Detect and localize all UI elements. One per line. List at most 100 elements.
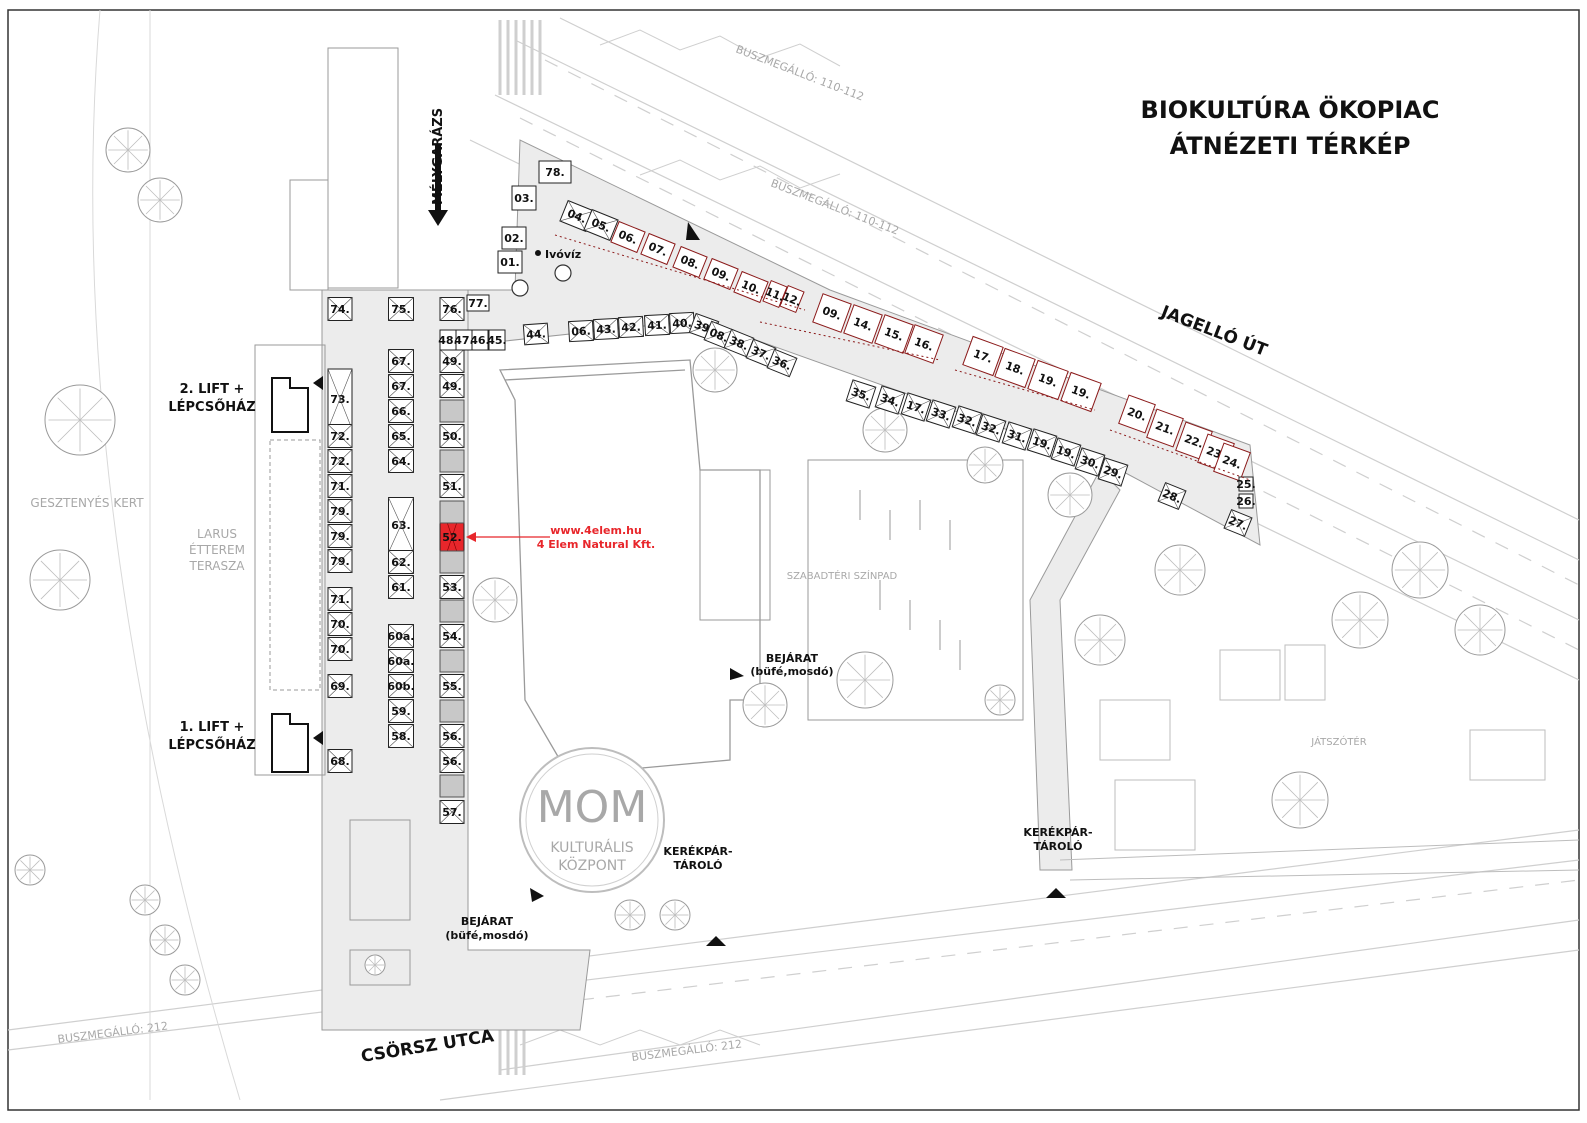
stall[interactable]: 06. bbox=[610, 220, 646, 254]
stall[interactable]: 19. bbox=[1050, 437, 1082, 467]
stall[interactable]: 34. bbox=[874, 385, 906, 415]
stall-box bbox=[538, 160, 572, 184]
stall[interactable]: 71. bbox=[327, 587, 353, 611]
stall[interactable]: 26. bbox=[1236, 493, 1256, 509]
stall[interactable]: 15. bbox=[874, 314, 914, 354]
stall[interactable]: 17. bbox=[962, 335, 1004, 377]
stall-number: 59. bbox=[391, 705, 411, 718]
stall[interactable]: 73. bbox=[327, 368, 353, 430]
stall[interactable]: 64. bbox=[388, 449, 414, 473]
stall[interactable]: 59. bbox=[388, 699, 414, 723]
tree-branch bbox=[700, 369, 716, 385]
stall[interactable]: 66. bbox=[388, 399, 414, 423]
stall[interactable]: 40. bbox=[668, 311, 696, 335]
stall-cross bbox=[388, 649, 414, 673]
tree-branch bbox=[164, 930, 175, 941]
stall[interactable]: 44. bbox=[522, 322, 550, 346]
stall[interactable]: 19. bbox=[1060, 371, 1102, 413]
stall[interactable]: 60b. bbox=[387, 674, 415, 698]
stall[interactable]: 75. bbox=[388, 297, 414, 321]
stall[interactable]: 05. bbox=[583, 208, 619, 242]
stall[interactable]: 28. bbox=[1157, 481, 1187, 511]
stall[interactable]: 49. bbox=[439, 349, 465, 373]
stall[interactable]: 63. bbox=[388, 497, 414, 553]
stall[interactable]: 56. bbox=[439, 749, 465, 773]
stall[interactable]: 72. bbox=[327, 449, 353, 473]
stall[interactable]: 09. bbox=[812, 293, 852, 333]
stall-cross bbox=[746, 339, 776, 367]
stall[interactable]: 56. bbox=[439, 724, 465, 748]
stall[interactable]: 45. bbox=[487, 329, 507, 351]
stall[interactable]: 58. bbox=[388, 724, 414, 748]
stall-cross bbox=[724, 329, 754, 357]
stall[interactable]: 09. bbox=[703, 257, 739, 291]
stall[interactable]: 32. bbox=[951, 405, 983, 435]
stall[interactable]: 42. bbox=[617, 315, 645, 339]
stall[interactable]: 48. bbox=[438, 329, 458, 351]
stall[interactable]: 67. bbox=[388, 374, 414, 398]
stall[interactable]: 79. bbox=[327, 499, 353, 523]
stall[interactable]: 60a. bbox=[388, 649, 415, 673]
stall[interactable]: 17. bbox=[900, 392, 932, 422]
stall[interactable]: 51. bbox=[439, 474, 465, 498]
stall[interactable]: 01. bbox=[497, 250, 523, 274]
stall[interactable]: 06. bbox=[567, 319, 595, 343]
stall[interactable]: 36. bbox=[766, 348, 798, 378]
stall[interactable]: 07. bbox=[640, 232, 676, 266]
stall[interactable]: 14. bbox=[843, 304, 883, 344]
stall[interactable]: 02. bbox=[501, 226, 527, 250]
stall[interactable]: 71. bbox=[327, 474, 353, 498]
stall[interactable]: 67. bbox=[388, 349, 414, 373]
stall[interactable]: 03. bbox=[511, 185, 537, 211]
stall[interactable]: 79. bbox=[327, 524, 353, 548]
stall[interactable]: 47. bbox=[454, 329, 474, 351]
stall[interactable]: 16. bbox=[904, 324, 944, 364]
stall[interactable]: 04. bbox=[559, 199, 595, 233]
stall[interactable]: 69. bbox=[327, 674, 353, 698]
stall[interactable]: 76. bbox=[439, 297, 465, 321]
stall[interactable]: 68. bbox=[327, 749, 353, 773]
stall[interactable]: 77. bbox=[466, 294, 490, 312]
tree-branch bbox=[184, 979, 195, 990]
stall[interactable]: 41. bbox=[643, 313, 671, 337]
stall[interactable]: 43. bbox=[592, 317, 620, 341]
stall[interactable]: 53. bbox=[439, 575, 465, 599]
stall[interactable]: 19. bbox=[1027, 359, 1069, 401]
stall[interactable]: 18. bbox=[994, 347, 1036, 389]
stall[interactable]: 37. bbox=[745, 338, 777, 368]
stall[interactable]: 79. bbox=[327, 549, 353, 573]
stall[interactable]: 21. bbox=[1146, 408, 1184, 448]
stall[interactable]: 32. bbox=[975, 413, 1007, 443]
stall[interactable]: 54. bbox=[439, 624, 465, 648]
stall[interactable]: 78. bbox=[538, 160, 572, 184]
stall[interactable]: 72. bbox=[327, 424, 353, 448]
stall[interactable]: 46. bbox=[470, 329, 490, 351]
stall[interactable]: 25. bbox=[1236, 476, 1256, 492]
stall[interactable]: 19. bbox=[1026, 428, 1058, 458]
stall[interactable]: 11. bbox=[762, 279, 788, 309]
stall[interactable]: 35. bbox=[845, 379, 877, 409]
stall[interactable]: 24. bbox=[1213, 442, 1251, 482]
stall[interactable]: 30. bbox=[1074, 447, 1106, 477]
stall[interactable]: 55. bbox=[439, 674, 465, 698]
stall[interactable]: 10. bbox=[733, 270, 769, 304]
stall-number: 67. bbox=[391, 355, 411, 368]
stall[interactable]: 33. bbox=[925, 399, 957, 429]
stall[interactable]: 60a. bbox=[388, 624, 415, 648]
stall[interactable]: 50. bbox=[439, 424, 465, 448]
stall[interactable]: 65. bbox=[388, 424, 414, 448]
stall-cross bbox=[327, 368, 353, 430]
stall[interactable]: 57. bbox=[439, 800, 465, 824]
stall[interactable]: 62. bbox=[388, 550, 414, 574]
stall[interactable]: 70. bbox=[327, 612, 353, 636]
stall[interactable]: 49. bbox=[439, 374, 465, 398]
stall[interactable]: 70. bbox=[327, 637, 353, 661]
stall[interactable]: 31. bbox=[1001, 421, 1033, 451]
stall[interactable]: 61. bbox=[388, 575, 414, 599]
stall[interactable]: 74. bbox=[327, 297, 353, 321]
stall[interactable]: 27. bbox=[1223, 508, 1253, 538]
stall[interactable]: 20. bbox=[1118, 394, 1156, 434]
stall[interactable]: 08. bbox=[672, 245, 708, 279]
callout-url[interactable]: www.4elem.hu bbox=[550, 524, 642, 537]
stall[interactable]: 29. bbox=[1097, 457, 1129, 487]
